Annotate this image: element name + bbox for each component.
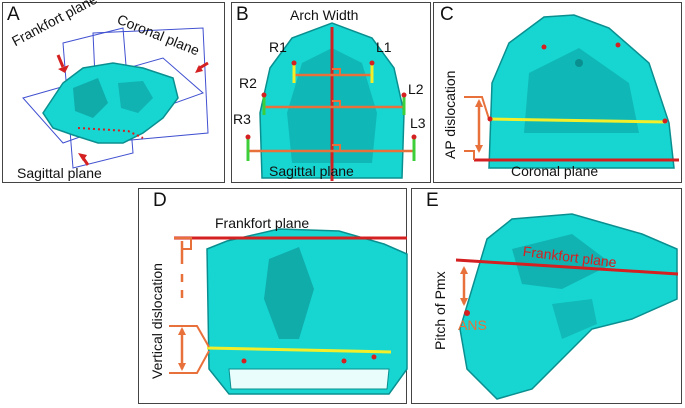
ans-label: ANS xyxy=(458,317,487,333)
r3-label: R3 xyxy=(233,111,251,127)
panel-d: D Frankfort plane Vertical dislocation xyxy=(138,188,408,404)
lateral-maxilla-illustration xyxy=(455,213,679,400)
ap-dislocation-label: AP dislocation xyxy=(442,70,458,159)
l1-label: L1 xyxy=(376,39,392,55)
panel-d-letter: D xyxy=(153,190,167,211)
pitch-of-pmx-label: Pitch of Pmx xyxy=(432,271,448,350)
frontal-skull-illustration xyxy=(169,228,408,395)
vertical-dislocation-label: Vertical dislocation xyxy=(149,263,165,379)
r1-label: R1 xyxy=(269,39,287,55)
r2-label: R2 xyxy=(239,75,257,91)
sagittal-plane-label: Sagittal plane xyxy=(269,163,354,179)
coronal-plane-label: Coronal plane xyxy=(511,163,599,179)
frankfort-plane-label: Frankfort plane xyxy=(215,215,310,231)
panel-c: C AP dislocation Coronal plane xyxy=(433,2,682,183)
panel-e: E Frankfort plane Pitch of Pmx ANS xyxy=(411,188,682,404)
dental-arch-illustration xyxy=(245,22,417,181)
sagittal-plane-label: Sagittal plane xyxy=(17,165,102,181)
panel-b-letter: B xyxy=(236,4,249,25)
panel-e-letter: E xyxy=(426,190,439,211)
panel-c-letter: C xyxy=(440,4,454,25)
l3-label: L3 xyxy=(410,115,426,131)
skull-3d-illustration xyxy=(22,27,209,169)
panel-b: B Arch Width R1 L1 R2 L2 R3 L3 Sagittal … xyxy=(231,2,431,183)
l2-label: L2 xyxy=(408,81,424,97)
panel-a-letter: A xyxy=(7,4,20,25)
arch-width-label: Arch Width xyxy=(290,7,359,23)
panel-a: A Frankfort plane Coronal plane Sagittal… xyxy=(2,0,225,183)
palate-illustration xyxy=(464,14,679,169)
